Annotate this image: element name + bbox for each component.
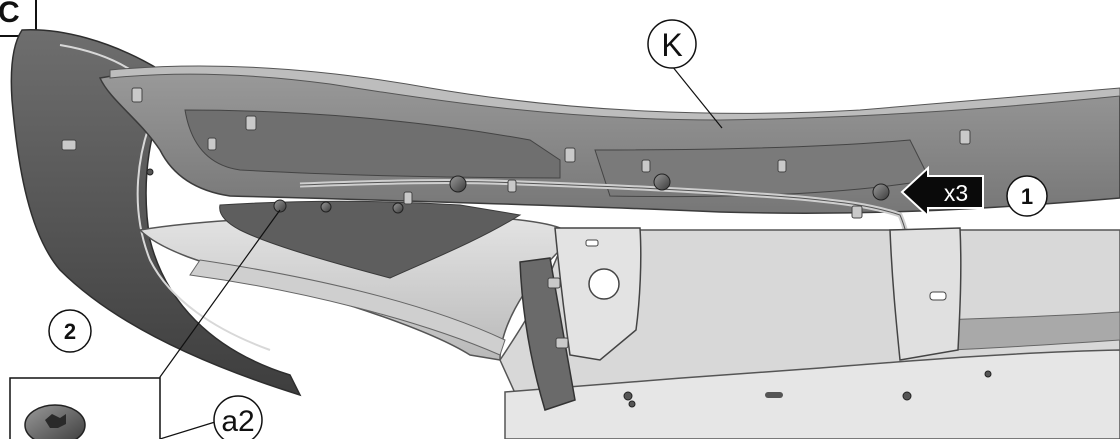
stud bbox=[245, 115, 257, 131]
callout-a2: a2 bbox=[159, 395, 263, 439]
stud bbox=[403, 191, 413, 205]
quantity-label: x3 bbox=[944, 180, 968, 206]
right-mounting-bracket bbox=[889, 227, 962, 361]
step-label-box: C bbox=[0, 0, 37, 37]
bracket-slot bbox=[585, 239, 599, 247]
lower-rail-channel bbox=[939, 311, 1120, 351]
lower-rail-bottom-lip bbox=[504, 349, 1120, 439]
lower-crossbar bbox=[189, 259, 506, 356]
rail-hole bbox=[623, 391, 633, 401]
rail-holes bbox=[146, 168, 992, 408]
callout-k-leader bbox=[671, 65, 723, 129]
stud bbox=[641, 159, 651, 173]
callout-k: K bbox=[647, 19, 723, 129]
push-clip bbox=[320, 201, 332, 213]
stud bbox=[851, 205, 863, 219]
stud bbox=[131, 87, 143, 103]
callout-a2-label: a2 bbox=[221, 405, 254, 438]
push-clip bbox=[449, 175, 467, 193]
step-label: C bbox=[0, 0, 20, 29]
right-bracket-slot bbox=[929, 291, 947, 301]
step-1-label: 1 bbox=[1021, 184, 1033, 209]
push-clip bbox=[273, 199, 287, 213]
callout-k-circle bbox=[647, 19, 697, 69]
fastener-studs bbox=[61, 87, 971, 349]
callout-a2-circle bbox=[213, 395, 263, 439]
side-bracket bbox=[519, 257, 576, 411]
quantity-arrow-shape bbox=[900, 165, 984, 219]
step-1-circle bbox=[1006, 175, 1048, 217]
callout-a2-leader bbox=[159, 421, 216, 439]
stud bbox=[507, 179, 517, 193]
stud bbox=[61, 139, 77, 151]
step-2-label: 2 bbox=[64, 319, 76, 344]
step-1-marker: 1 bbox=[1006, 175, 1048, 217]
grille-opening bbox=[219, 200, 522, 279]
top-flange bbox=[109, 65, 1120, 121]
clip-on-grille-edge bbox=[273, 199, 404, 214]
stud bbox=[555, 337, 569, 349]
callout-k-label: K bbox=[661, 27, 682, 63]
quantity-arrow: x3 bbox=[900, 165, 984, 219]
clip-head-torx bbox=[45, 414, 66, 428]
push-clip bbox=[872, 183, 890, 201]
detail-inset bbox=[9, 209, 281, 439]
rail-slot bbox=[765, 392, 783, 398]
stud bbox=[959, 129, 971, 145]
bracket-hole bbox=[588, 268, 620, 300]
stud bbox=[547, 277, 561, 289]
push-clips bbox=[449, 173, 890, 201]
stud bbox=[207, 137, 217, 151]
stud bbox=[564, 147, 576, 163]
push-clip bbox=[653, 173, 671, 191]
step-2-circle bbox=[48, 309, 92, 353]
stud bbox=[777, 159, 787, 173]
rail-hole bbox=[984, 370, 992, 378]
push-clip bbox=[392, 202, 404, 214]
step-2-marker: 2 bbox=[48, 309, 92, 353]
rail-hole bbox=[146, 168, 154, 176]
inner-recess-panel bbox=[184, 109, 561, 179]
rail-hole bbox=[628, 400, 636, 408]
rail-hole bbox=[902, 391, 912, 401]
